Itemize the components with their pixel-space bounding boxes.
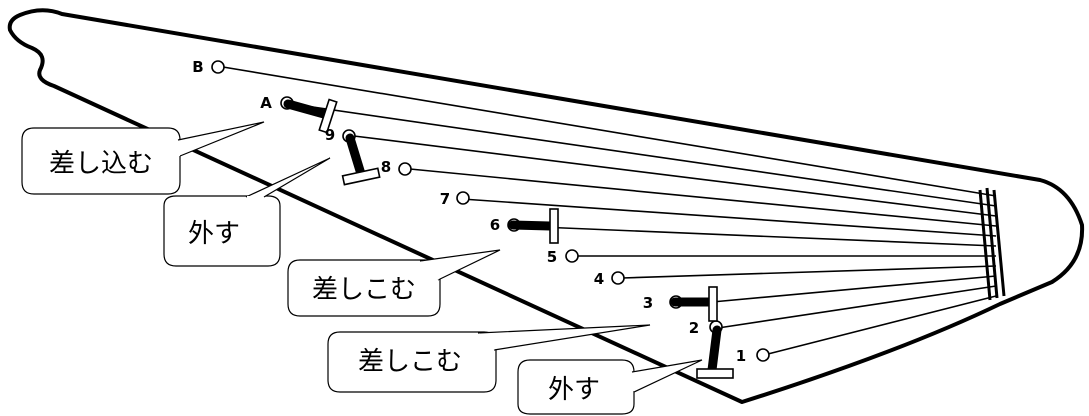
string-b [222,66,997,197]
callout-remove-1: 外す [163,157,331,267]
string-7 [461,198,997,237]
peg-label-5: 5 [547,248,557,266]
bridge-2-head [696,368,734,379]
peg-5 [565,249,579,263]
peg-label-6: 6 [490,216,500,234]
peg-label-3: 3 [643,294,653,312]
harp-frame [7,8,1085,404]
peg-label-b: B [192,58,203,76]
callout-remove-2-text: 外す [548,375,600,405]
strings [222,66,997,356]
callout-insert-2: 差しこむ [287,249,501,317]
string-2 [717,285,997,329]
peg-label-4: 4 [594,270,604,288]
bridge-9-head [341,167,381,186]
peg-1 [756,348,770,362]
callout-insert-1-text: 差し込む [49,149,153,179]
peg-label-7: 7 [440,190,450,208]
string-4 [621,265,997,279]
callout-remove-2: 外す [517,359,703,415]
peg-label-a: A [260,94,272,112]
peg-label-9: 9 [325,126,335,144]
peg-label-1: 1 [736,347,746,365]
callout-insert-3-text: 差しこむ [358,347,462,377]
peg-label-8: 8 [381,158,391,176]
string-6 [515,225,997,247]
string-8 [409,168,997,227]
callout-insert-2-text: 差しこむ [312,275,416,305]
bridge-2-stem [707,325,722,375]
peg-4 [611,271,625,285]
string-a [291,103,997,207]
string-1 [763,295,997,356]
bridge-3-head [708,286,718,322]
bridge-6-stem [508,220,555,231]
string-3 [711,275,997,303]
tuning-bridges [283,98,734,379]
bridge-a-head [318,98,338,134]
peg-8 [398,162,412,176]
peg-b [211,60,225,74]
bridge-9-stem [345,133,366,179]
peg-7 [456,191,470,205]
string-9 [353,135,997,217]
peg-label-2: 2 [689,319,699,337]
bridge-6-head [549,208,559,244]
bridge-a-stem [283,99,329,119]
callout-remove-1-text: 外す [188,219,240,249]
callout-insert-1: 差し込む [21,121,265,195]
callout-insert-3: 差しこむ [327,324,651,393]
